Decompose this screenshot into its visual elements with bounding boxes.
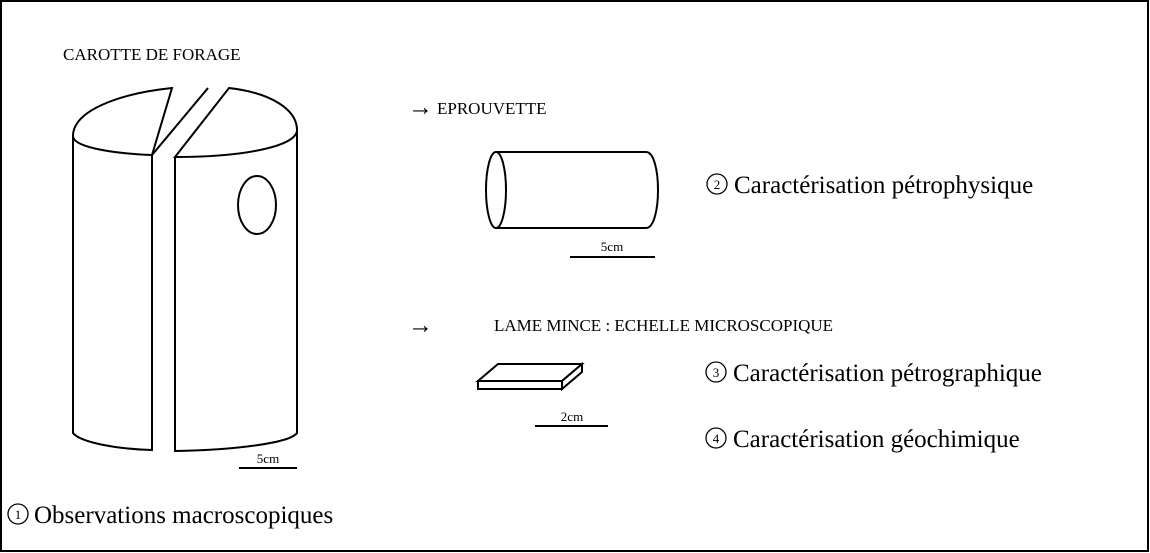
step-4-label: Caractérisation géochimique bbox=[733, 426, 1020, 453]
specimen-scale-label: 5cm bbox=[601, 239, 623, 254]
step-3-label: Caractérisation pétrographique bbox=[733, 360, 1042, 387]
core-cylinder-drawing bbox=[71, 86, 299, 453]
specimen-title: EPROUVETTE bbox=[437, 99, 547, 118]
specimen-cylinder-drawing bbox=[485, 151, 659, 229]
step-1-label: Observations macroscopiques bbox=[34, 502, 333, 529]
svg-text:4: 4 bbox=[713, 431, 720, 446]
sample-hole-ellipse bbox=[237, 175, 277, 235]
step-1-badge: 1 bbox=[7, 503, 29, 525]
thin-section-scale-label: 2cm bbox=[561, 409, 583, 424]
thin-section-arrow: → bbox=[408, 312, 433, 339]
core-scale-label: 5cm bbox=[257, 451, 279, 466]
specimen-arrow: → bbox=[408, 94, 433, 121]
svg-text:2: 2 bbox=[714, 177, 721, 192]
svg-text:3: 3 bbox=[713, 365, 720, 380]
thin-section-slide-drawing bbox=[475, 361, 585, 392]
svg-text:1: 1 bbox=[15, 507, 22, 522]
step-4-badge: 4 bbox=[705, 427, 727, 449]
step-2-label: Caractérisation pétrophysique bbox=[734, 172, 1033, 199]
step-3-badge: 3 bbox=[705, 361, 727, 383]
core-title: CAROTTE DE FORAGE bbox=[63, 45, 241, 64]
step-2-badge: 2 bbox=[706, 173, 728, 195]
thin-section-title: LAME MINCE : ECHELLE MICROSCOPIQUE bbox=[494, 316, 833, 335]
